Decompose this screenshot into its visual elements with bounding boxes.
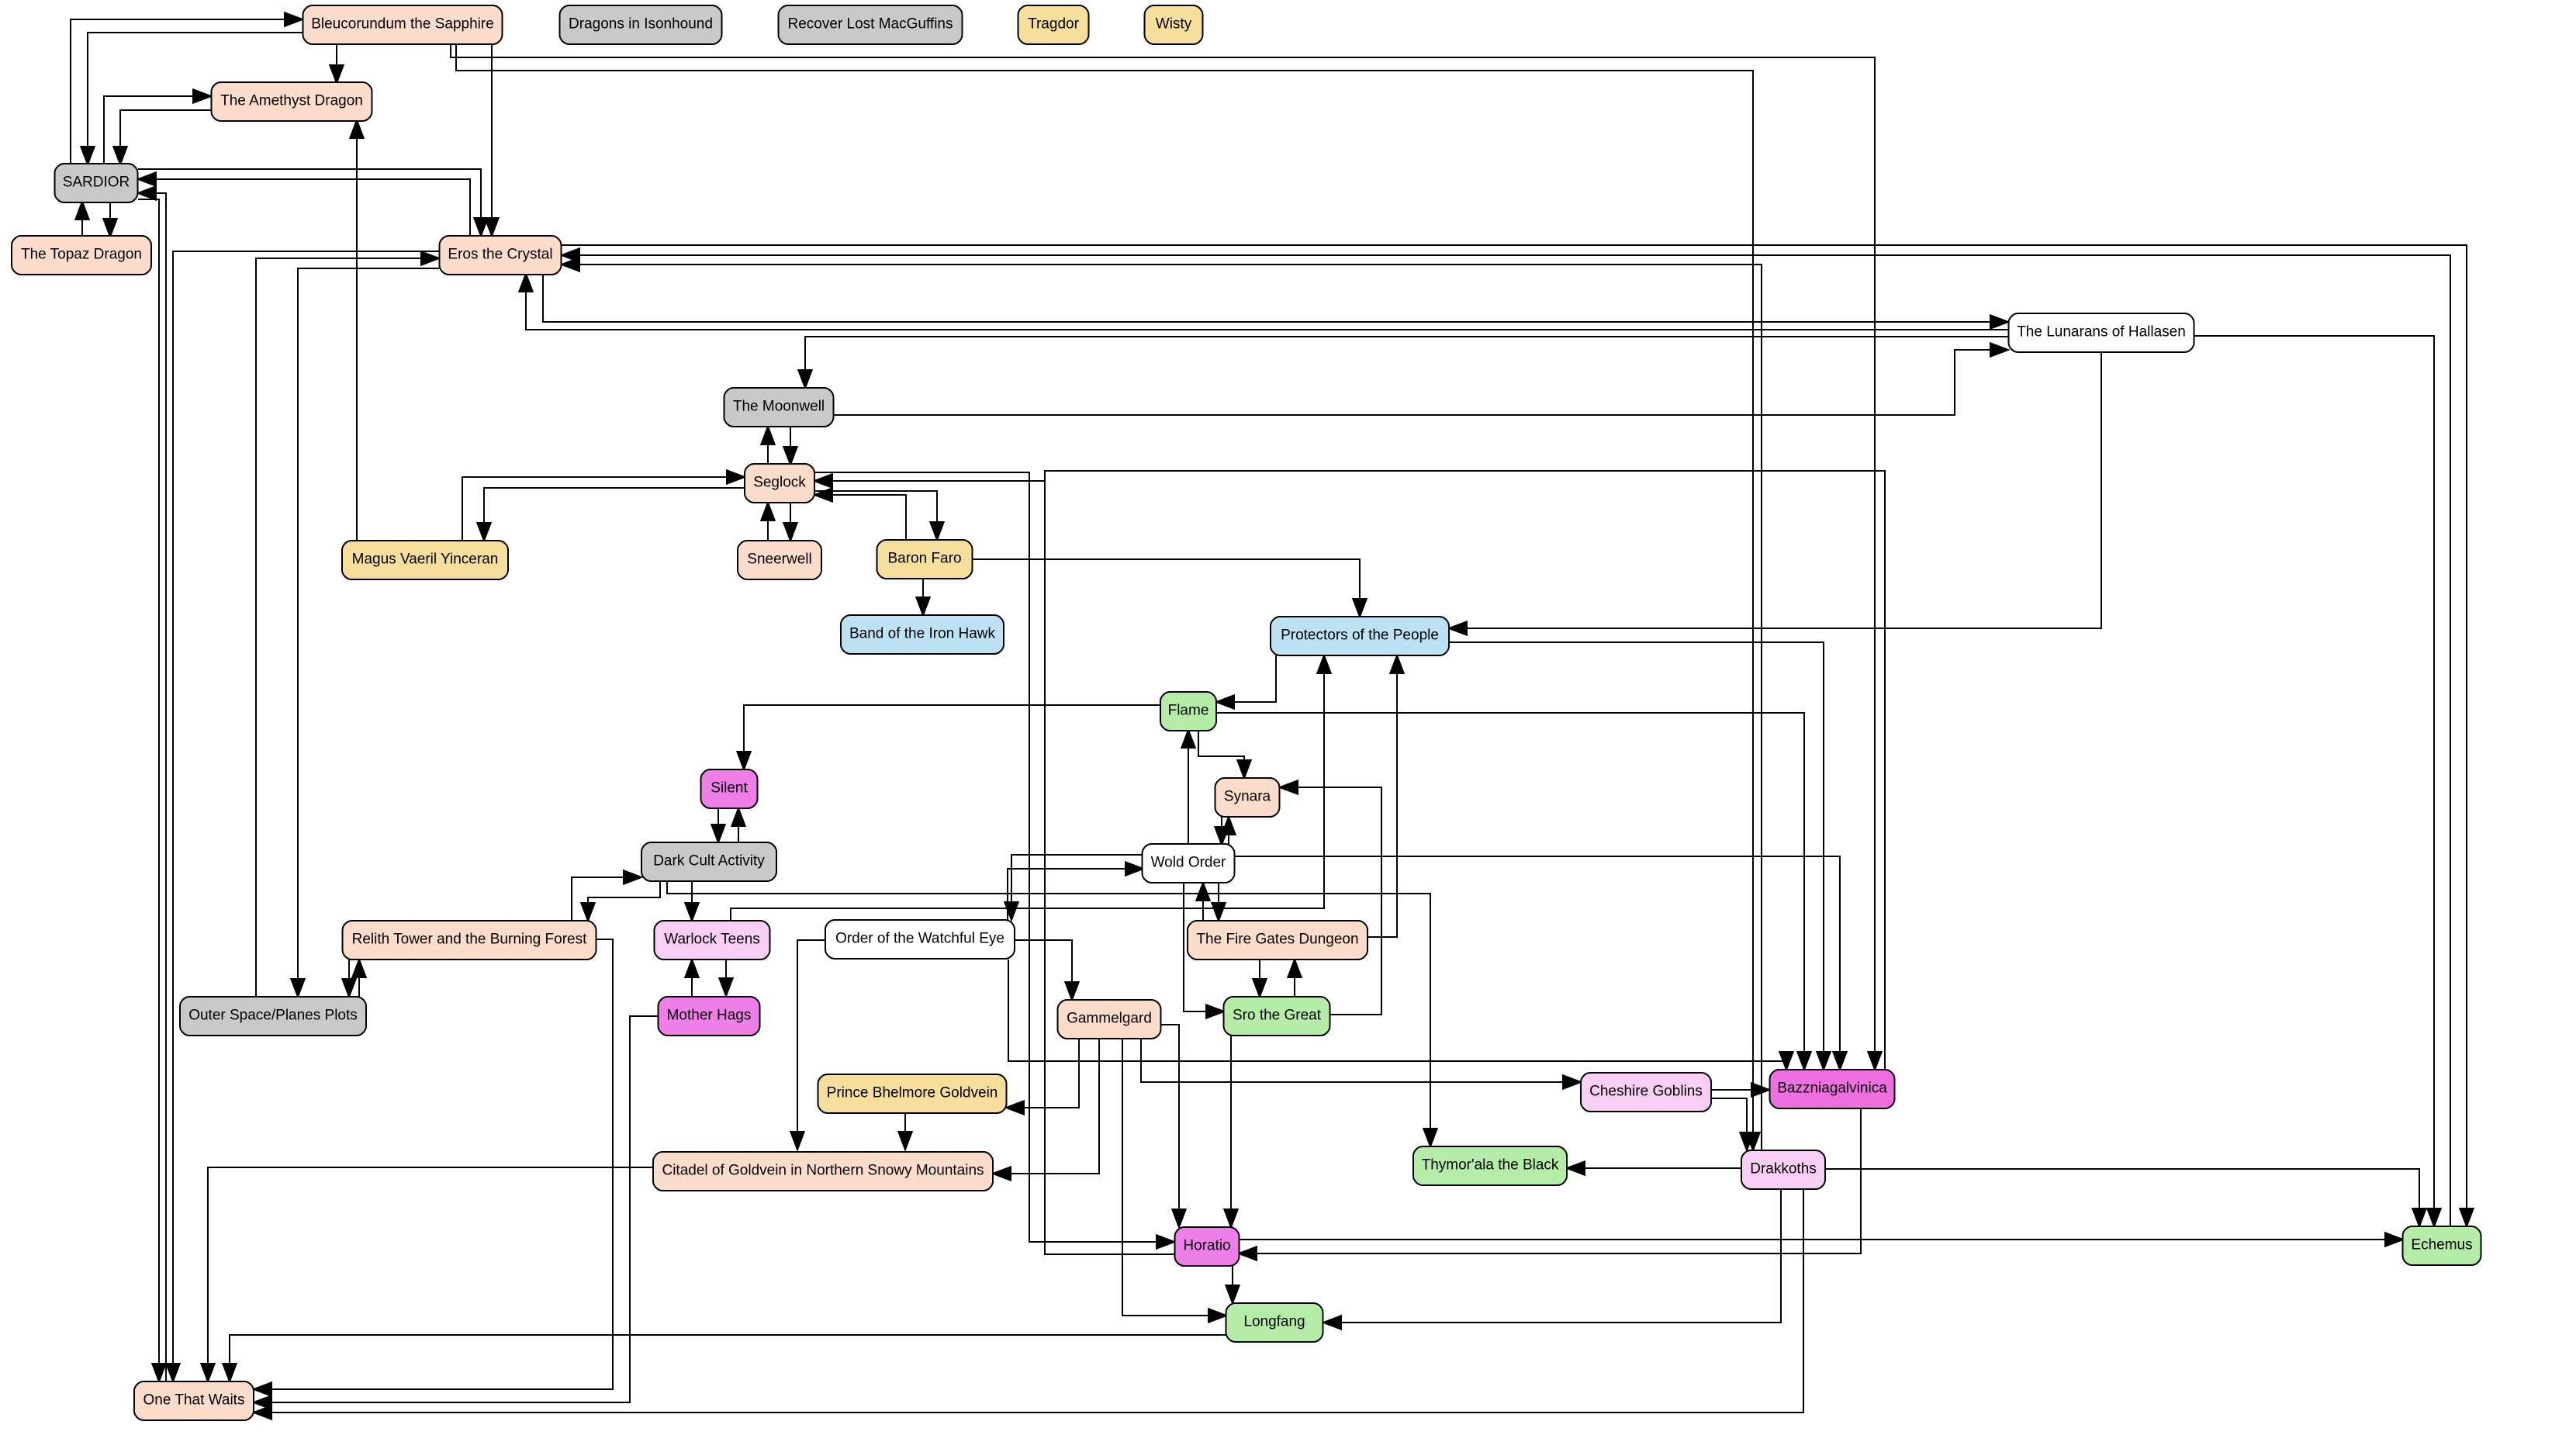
svg-text:The Topaz Dragon: The Topaz Dragon	[21, 247, 142, 263]
svg-text:The Lunarans of Hallasen: The Lunarans of Hallasen	[2017, 324, 2186, 341]
svg-text:SARDIOR: SARDIOR	[63, 175, 130, 191]
svg-text:Horatio: Horatio	[1183, 1238, 1230, 1254]
svg-text:Synara: Synara	[1224, 789, 1271, 805]
svg-text:Band of the Iron Hawk: Band of the Iron Hawk	[849, 626, 995, 642]
svg-text:Eros the Crystal: Eros the Crystal	[448, 247, 552, 263]
svg-text:Prince Bhelmore Goldvein: Prince Bhelmore Goldvein	[827, 1085, 998, 1101]
svg-text:Baron Faro: Baron Faro	[887, 551, 961, 567]
svg-text:Order of the Watchful Eye: Order of the Watchful Eye	[835, 931, 1004, 947]
svg-text:One That Waits: One That Waits	[143, 1392, 245, 1409]
svg-text:Citadel of Goldvein in Norther: Citadel of Goldvein in Northern Snowy Mo…	[662, 1163, 984, 1179]
svg-text:Magus Vaeril Yinceran: Magus Vaeril Yinceran	[352, 552, 499, 568]
svg-text:Cheshire Goblins: Cheshire Goblins	[1589, 1084, 1703, 1100]
svg-text:Sro the Great: Sro the Great	[1233, 1008, 1322, 1024]
svg-text:Dark Cult Activity: Dark Cult Activity	[653, 853, 765, 870]
svg-text:Tragdor: Tragdor	[1028, 16, 1079, 33]
svg-text:Protectors of the People: Protectors of the People	[1281, 628, 1439, 644]
svg-text:Longfang: Longfang	[1243, 1314, 1305, 1330]
svg-text:Thymor'ala the Black: Thymor'ala the Black	[1422, 1157, 1559, 1174]
svg-text:Relith Tower and the Burning F: Relith Tower and the Burning Forest	[352, 932, 587, 948]
svg-text:The Fire Gates Dungeon: The Fire Gates Dungeon	[1196, 932, 1358, 948]
svg-text:Mother Hags: Mother Hags	[667, 1008, 752, 1024]
svg-text:Silent: Silent	[711, 780, 748, 797]
svg-text:Sneerwell: Sneerwell	[747, 552, 811, 568]
svg-text:Bleucorundum the Sapphire: Bleucorundum the Sapphire	[311, 16, 494, 33]
svg-text:Seglock: Seglock	[753, 475, 806, 491]
svg-text:Dragons in Isonhound: Dragons in Isonhound	[569, 16, 713, 33]
svg-text:Gammelgard: Gammelgard	[1067, 1011, 1152, 1027]
svg-text:Echemus: Echemus	[2411, 1237, 2472, 1253]
svg-text:Flame: Flame	[1168, 703, 1209, 719]
svg-text:Recover Lost MacGuffins: Recover Lost MacGuffins	[788, 16, 953, 33]
svg-text:Warlock Teens: Warlock Teens	[664, 932, 760, 948]
svg-text:The Moonwell: The Moonwell	[733, 399, 825, 415]
svg-text:The Amethyst Dragon: The Amethyst Dragon	[220, 93, 363, 109]
svg-text:Outer Space/Planes Plots: Outer Space/Planes Plots	[188, 1008, 358, 1024]
svg-text:Wisty: Wisty	[1156, 16, 1192, 33]
svg-text:Bazzniagalvinica: Bazzniagalvinica	[1777, 1081, 1887, 1097]
svg-text:Drakkoths: Drakkoths	[1750, 1161, 1817, 1177]
svg-text:Wold Order: Wold Order	[1151, 855, 1226, 871]
